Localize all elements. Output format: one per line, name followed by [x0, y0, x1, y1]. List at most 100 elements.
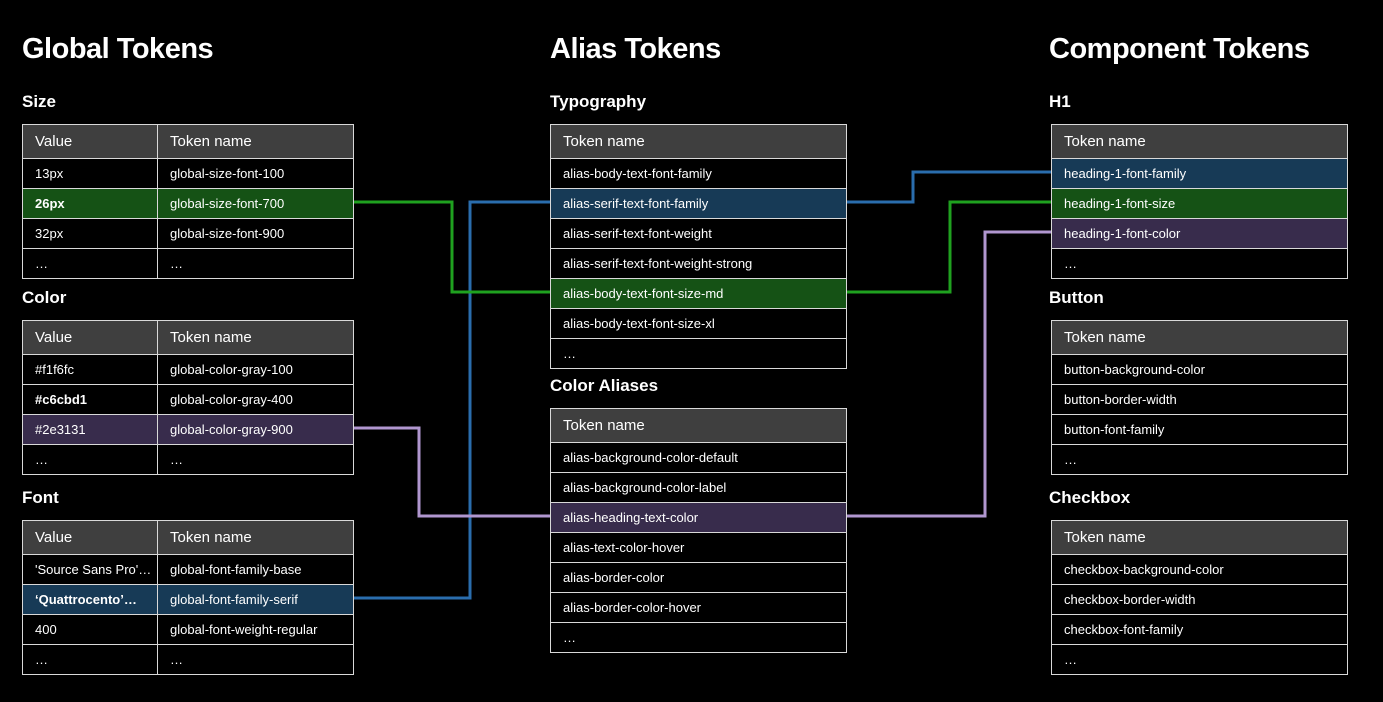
token-column-header: Token name [563, 417, 645, 434]
table-row: alias-body-text-font-family [551, 158, 846, 188]
token-cell: alias-text-color-hover [563, 540, 685, 555]
table-row: alias-body-text-font-size-md [551, 278, 846, 308]
table-header: Token name [551, 409, 846, 442]
table-row: 'Source Sans Pro'… global-font-family-ba… [23, 554, 353, 584]
value-cell: ‘Quattrocento’… [23, 585, 158, 614]
table-row: heading-1-font-color [1052, 218, 1347, 248]
token-cell: button-font-family [1064, 422, 1165, 437]
token-cell: … [170, 256, 183, 271]
table-row: heading-1-font-family [1052, 158, 1347, 188]
connector-font-size-global-to-alias [352, 200, 550, 294]
section-heading-color: Color [22, 288, 67, 307]
token-cell: global-color-gray-900 [170, 422, 293, 437]
value-cell: 26px [23, 189, 158, 218]
table-row: button-font-family [1052, 414, 1347, 444]
connector-serif-font-family-alias-to-h1 [845, 170, 1051, 204]
button-table: Token name button-background-color butto… [1051, 320, 1348, 475]
table-row: alias-heading-text-color [551, 502, 846, 532]
value-cell: #2e3131 [23, 415, 158, 444]
table-header: Value Token name [23, 321, 353, 354]
token-cell: heading-1-font-size [1064, 196, 1176, 211]
value-cell: … [23, 445, 158, 474]
table-row: … … [23, 644, 353, 674]
table-row: … [551, 338, 846, 368]
table-row: alias-body-text-font-size-xl [551, 308, 846, 338]
token-cell: alias-serif-text-font-weight [563, 226, 712, 241]
token-cell: alias-serif-text-font-family [563, 196, 709, 211]
table-row: heading-1-font-size [1052, 188, 1347, 218]
token-cell: alias-body-text-font-size-xl [563, 316, 715, 331]
token-cell: global-color-gray-100 [170, 362, 293, 377]
token-cell: global-font-family-serif [170, 592, 298, 607]
color-aliases-table: Token name alias-background-color-defaul… [550, 408, 847, 653]
value-cell: #f1f6fc [23, 355, 158, 384]
token-cell: … [1064, 452, 1077, 467]
table-row: alias-serif-text-font-family [551, 188, 846, 218]
token-cell: alias-heading-text-color [563, 510, 699, 525]
token-cell: alias-border-color [563, 570, 665, 585]
table-header: Token name [1052, 321, 1347, 354]
token-cell: checkbox-background-color [1064, 562, 1224, 577]
section-heading-h1: H1 [1049, 92, 1071, 111]
section-heading-typography: Typography [550, 92, 647, 111]
table-row: button-background-color [1052, 354, 1347, 384]
alias-tokens-title: Alias Tokens [550, 33, 721, 65]
table-header: Value Token name [23, 521, 353, 554]
token-cell: … [170, 652, 183, 667]
table-row: 400 global-font-weight-regular [23, 614, 353, 644]
value-column-header: Value [23, 521, 158, 554]
table-row: alias-border-color-hover [551, 592, 846, 622]
value-cell: 13px [23, 159, 158, 188]
token-column-header: Token name [1064, 133, 1146, 150]
table-header: Value Token name [23, 125, 353, 158]
token-cell: global-size-font-100 [170, 166, 285, 181]
color-table: Value Token name #f1f6fc global-color-gr… [22, 320, 354, 475]
value-cell: 'Source Sans Pro'… [23, 555, 158, 584]
connector-heading-color-alias-to-h1 [845, 230, 1051, 518]
font-table: Value Token name 'Source Sans Pro'… glob… [22, 520, 354, 675]
token-cell: heading-1-font-color [1064, 226, 1181, 241]
token-cell: button-background-color [1064, 362, 1205, 377]
value-cell: 32px [23, 219, 158, 248]
token-cell: global-color-gray-400 [170, 392, 293, 407]
token-cell: global-size-font-900 [170, 226, 285, 241]
global-tokens-title: Global Tokens [22, 33, 214, 65]
token-cell: alias-body-text-font-size-md [563, 286, 724, 301]
table-row: alias-serif-text-font-weight [551, 218, 846, 248]
table-row: … [551, 622, 846, 652]
token-cell: global-size-font-700 [170, 196, 285, 211]
typography-table: Token name alias-body-text-font-family a… [550, 124, 847, 369]
value-column-header: Value [23, 321, 158, 354]
table-row: alias-serif-text-font-weight-strong [551, 248, 846, 278]
value-column-header: Value [23, 125, 158, 158]
section-heading-color-aliases: Color Aliases [550, 376, 659, 395]
token-cell: global-font-family-base [170, 562, 302, 577]
table-row: checkbox-border-width [1052, 584, 1347, 614]
token-column-header: Token name [170, 329, 252, 346]
token-cell: alias-body-text-font-family [563, 166, 712, 181]
token-cell: alias-serif-text-font-weight-strong [563, 256, 753, 271]
table-row: alias-background-color-label [551, 472, 846, 502]
table-row: #c6cbd1 global-color-gray-400 [23, 384, 353, 414]
table-row: 13px global-size-font-100 [23, 158, 353, 188]
token-column-header: Token name [170, 529, 252, 546]
table-row: alias-border-color [551, 562, 846, 592]
token-cell: … [563, 630, 576, 645]
token-column-header: Token name [1064, 529, 1146, 546]
token-cell: alias-background-color-label [563, 480, 727, 495]
table-row: … … [23, 444, 353, 474]
token-column-header: Token name [563, 133, 645, 150]
section-heading-font: Font [22, 488, 59, 507]
connector-heading-color-global-to-alias [352, 426, 550, 518]
table-row: … [1052, 644, 1347, 674]
token-cell: alias-border-color-hover [563, 600, 701, 615]
token-cell: checkbox-font-family [1064, 622, 1184, 637]
table-row: button-border-width [1052, 384, 1347, 414]
table-row: 32px global-size-font-900 [23, 218, 353, 248]
table-row: checkbox-background-color [1052, 554, 1347, 584]
table-row: alias-text-color-hover [551, 532, 846, 562]
token-cell: … [1064, 256, 1077, 271]
section-heading-size: Size [22, 92, 57, 111]
token-cell: alias-background-color-default [563, 450, 738, 465]
section-heading-checkbox: Checkbox [1049, 488, 1131, 507]
